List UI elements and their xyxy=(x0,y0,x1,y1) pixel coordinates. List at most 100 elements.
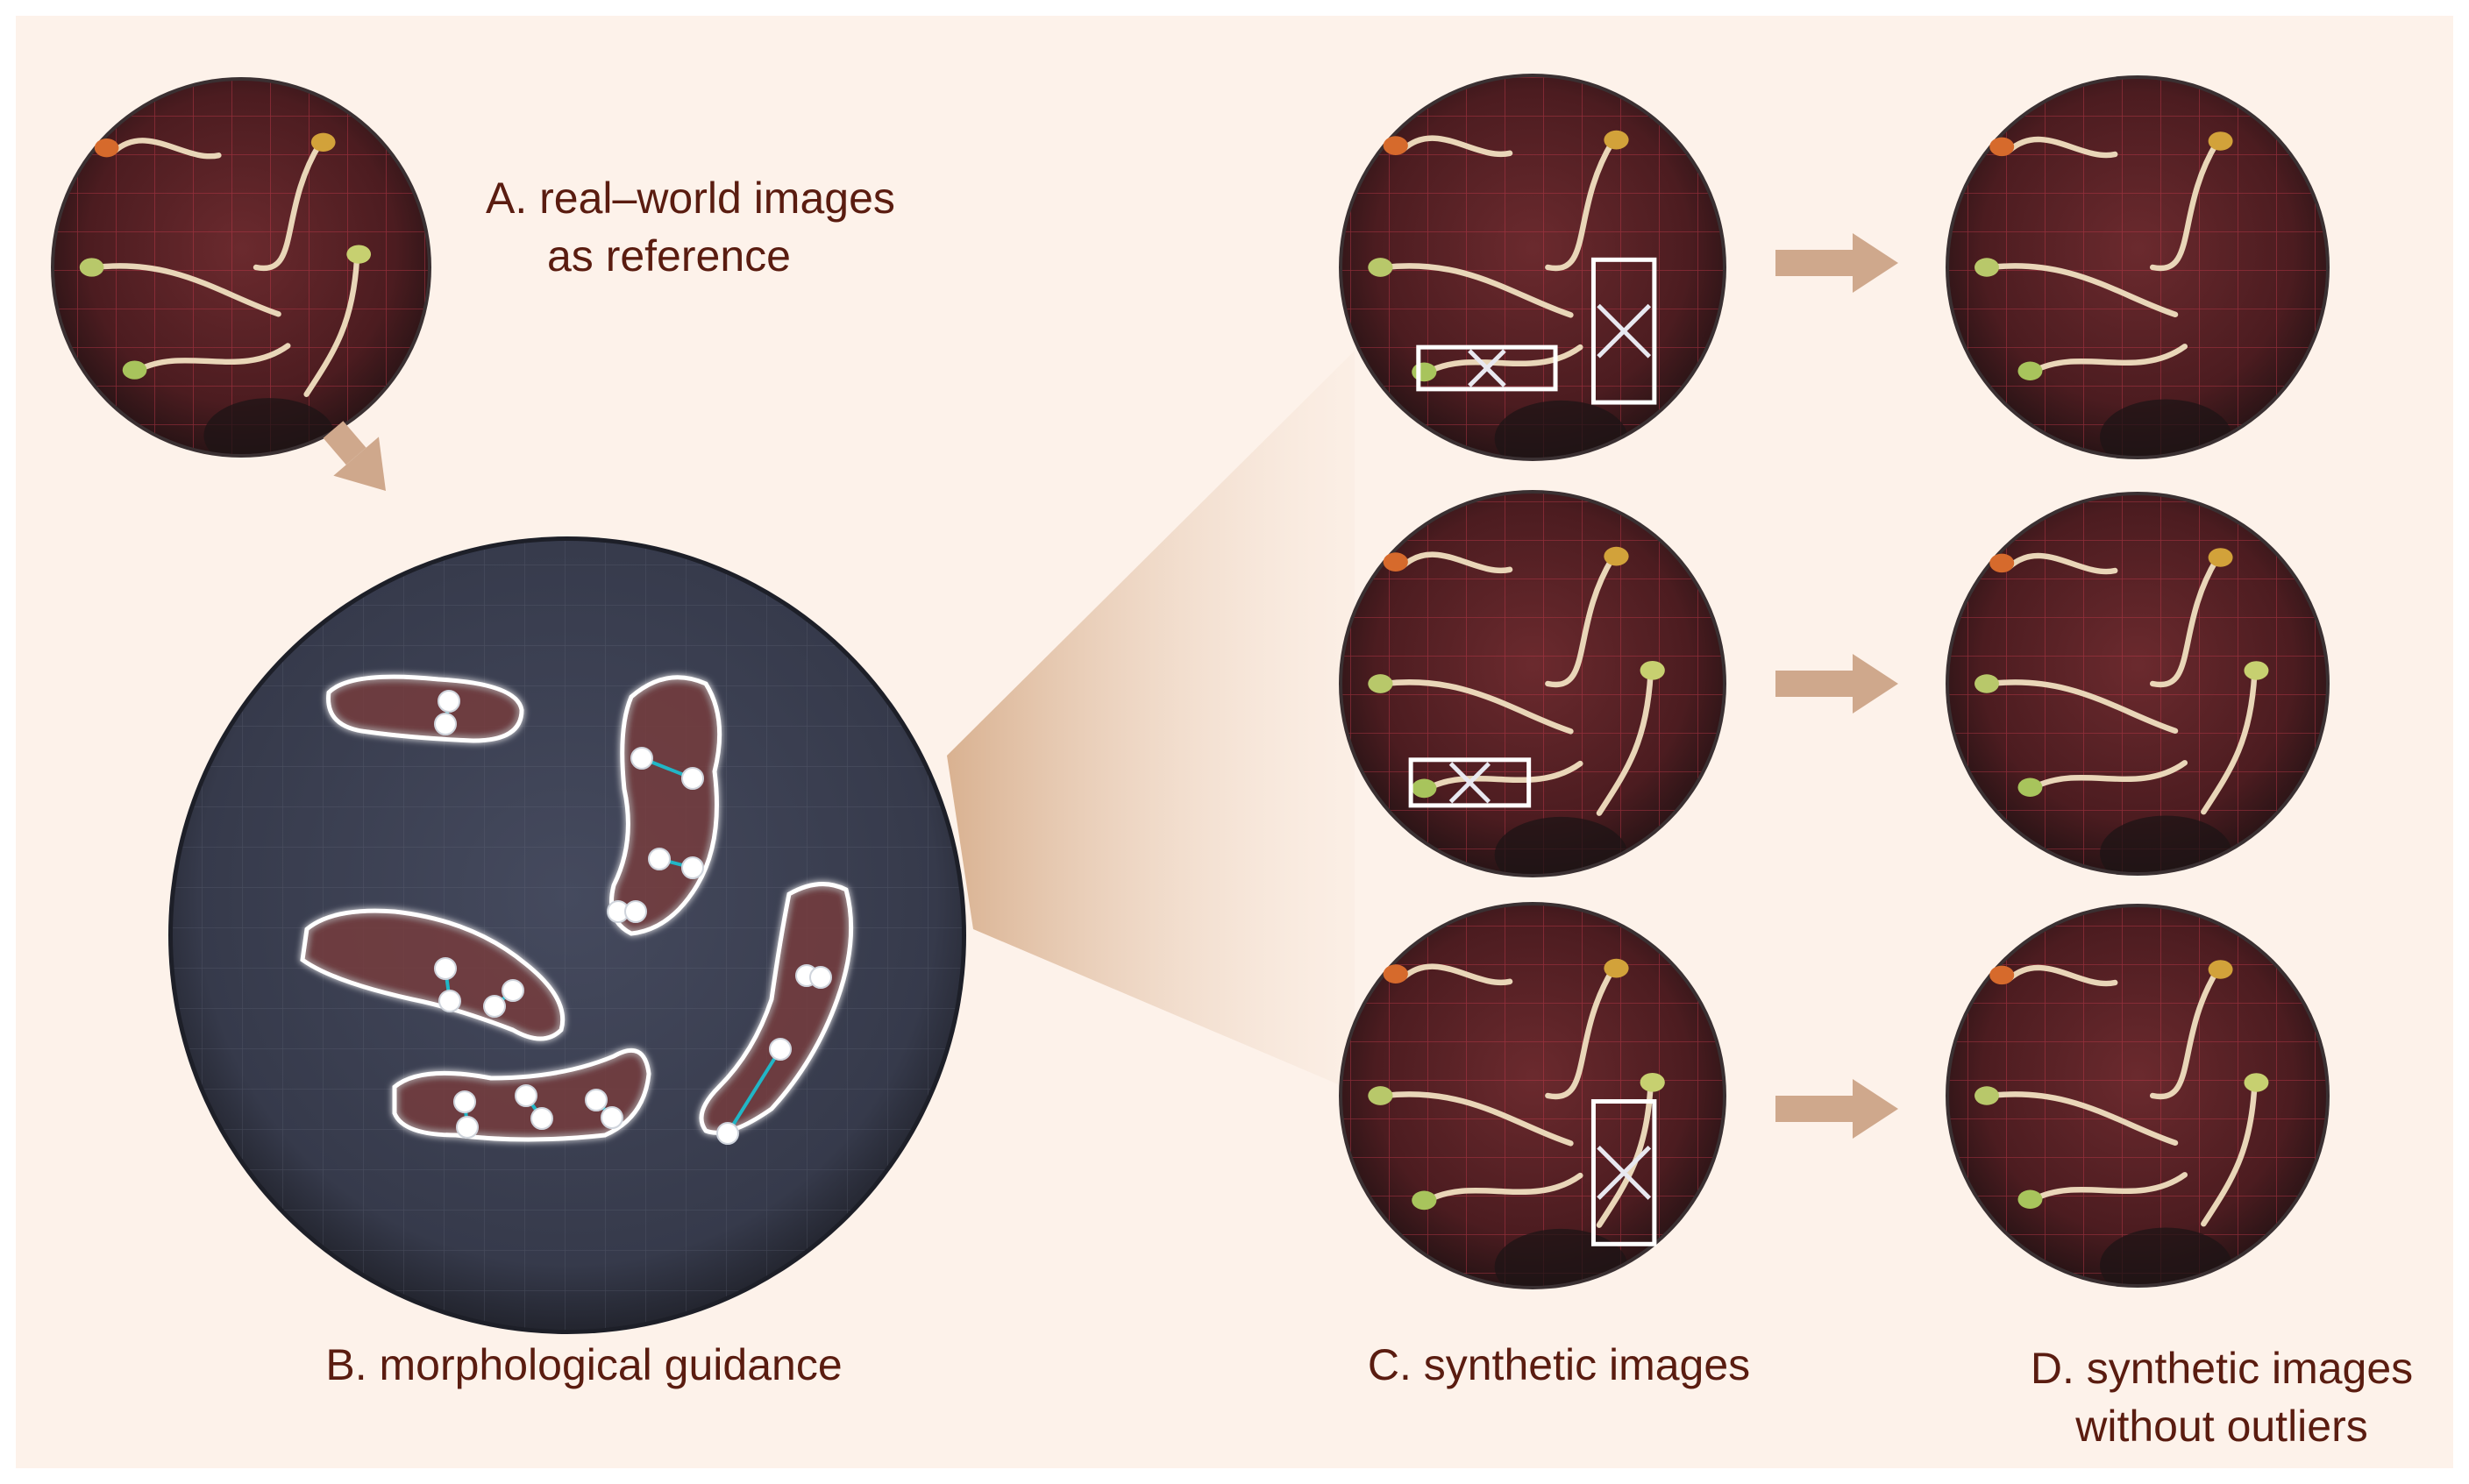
keypoint-3-4 xyxy=(483,995,506,1018)
dish-d2-shadow xyxy=(2100,815,2232,872)
dish-d3-seedling-3-cotyledon xyxy=(1974,1086,1999,1105)
keypoint-2-2 xyxy=(681,767,704,790)
arrow-c2-to-d2 xyxy=(1775,654,1898,714)
dish-c3-seedling-3-stem xyxy=(1381,1091,1574,1147)
dish-c1-seedling-1-stem xyxy=(1400,135,1513,158)
dish-c2-outlier-box-1 xyxy=(1408,757,1532,808)
dish-c3-seedling-4-cotyledon xyxy=(1640,1072,1665,1092)
keypoint-4-3 xyxy=(515,1084,537,1107)
dish-c1-seedling-5-stem xyxy=(1425,344,1583,375)
caption-d-line1: D. synthetic images xyxy=(2030,1344,2414,1393)
dish-d2-seedling-1-stem xyxy=(2006,552,2118,575)
dish-d1-seedling-5-stem xyxy=(2031,344,2188,374)
arrow-c3-to-d3 xyxy=(1775,1079,1898,1139)
arrow-c1-to-d1-head xyxy=(1853,233,1898,293)
dish-c2-seedling-3-cotyledon xyxy=(1368,674,1393,693)
dish-a-seedling-3-cotyledon xyxy=(79,258,104,277)
keypoint-4-2 xyxy=(456,1116,479,1139)
dish-d3-seedling-1-cotyledon xyxy=(1989,965,2015,985)
dish-c1-seedling-1-cotyledon xyxy=(1383,136,1408,155)
dish-d3-seedling-5-stem xyxy=(2031,1172,2188,1203)
dish-a-seedling-1-stem xyxy=(111,138,222,160)
dish-d2-seedling-2-stem xyxy=(2149,556,2220,688)
dish-d1-seedling-1-stem xyxy=(2006,136,2118,159)
dish-b xyxy=(168,536,966,1334)
keypoint-4-1 xyxy=(453,1090,476,1113)
dish-d1-seedling-5-cotyledon xyxy=(2017,361,2043,380)
dish-d1-seedling-3-stem xyxy=(1988,263,2179,318)
dish-c3-outlier-box-1 xyxy=(1590,1099,1657,1246)
keypoint-2-1 xyxy=(630,747,653,770)
dish-d2-seedling-5-cotyledon xyxy=(2017,778,2043,797)
dish-a-seedling-2-cotyledon xyxy=(310,132,336,152)
keypoint-link-5-2 xyxy=(726,1047,782,1135)
dish-d2-seedling-4-cotyledon xyxy=(2244,661,2269,680)
dish-a xyxy=(51,77,431,458)
dish-c2-seedling-4-stem xyxy=(1596,671,1654,816)
dish-c1-seedling-2-cotyledon xyxy=(1604,130,1629,150)
keypoint-2-4 xyxy=(681,856,704,879)
dish-c3-seedling-1-cotyledon xyxy=(1383,964,1408,983)
keypoint-4-4 xyxy=(530,1107,553,1130)
dish-d2-seedling-4-stem xyxy=(2201,671,2258,815)
dish-c1-outlier-box-1 xyxy=(1416,344,1558,392)
keypoint-5-2 xyxy=(809,966,832,989)
caption-c: C. synthetic images xyxy=(1367,1340,1751,1389)
dish-c2-seedling-1-cotyledon xyxy=(1383,552,1408,572)
dish-d2-seedling-3-cotyledon xyxy=(1974,674,1999,693)
arrow-c1-to-d1 xyxy=(1775,233,1898,293)
dish-c3-seedling-5-stem xyxy=(1425,1172,1583,1204)
dish-c3-seedling-1-stem xyxy=(1400,963,1513,986)
dish-d3 xyxy=(1946,904,2330,1288)
caption-a-line2: as reference xyxy=(547,231,791,280)
dish-c2-seedling-2-cotyledon xyxy=(1604,546,1629,566)
dish-d2-seedling-3-stem xyxy=(1988,679,2179,735)
dish-d2-seedling-2-cotyledon xyxy=(2208,548,2233,567)
dish-c3-seedling-2-cotyledon xyxy=(1604,958,1629,978)
dish-c2 xyxy=(1339,490,1726,877)
dish-c1-seedling-2-stem xyxy=(1545,138,1616,272)
dish-c2-seedling-5-stem xyxy=(1425,760,1583,792)
keypoint-3-3 xyxy=(502,979,524,1002)
dish-c2-seedlings xyxy=(1368,546,1665,816)
dish-c3-seedling-5-cotyledon xyxy=(1412,1190,1437,1211)
dish-c2-seedling-4-cotyledon xyxy=(1640,660,1665,680)
seedling-mask-5 xyxy=(699,882,854,1135)
dish-c2-seedling-2-stem xyxy=(1545,555,1616,688)
dish-a-seedling-5-stem xyxy=(135,343,291,373)
keypoint-1-2 xyxy=(434,713,457,735)
keypoint-4-5 xyxy=(585,1089,608,1111)
dish-d1-seedling-2-cotyledon xyxy=(2208,131,2233,151)
dish-d3-seedling-4-cotyledon xyxy=(2244,1073,2269,1092)
dish-c1-seedlings xyxy=(1368,130,1629,382)
dish-c3-seedling-3-cotyledon xyxy=(1368,1086,1393,1105)
dish-d3-seedling-1-stem xyxy=(2006,964,2118,987)
dish-d1-seedling-3-cotyledon xyxy=(1974,258,1999,277)
dish-c1-seedling-5-cotyledon xyxy=(1412,362,1437,382)
dish-d2-seedlings xyxy=(1974,548,2269,815)
dish-d2 xyxy=(1946,492,2330,876)
dish-d3-seedling-5-cotyledon xyxy=(2017,1189,2043,1209)
dish-c1-outlier-cross-2 xyxy=(1597,303,1652,359)
dish-c3-seedling-2-stem xyxy=(1545,967,1616,1100)
dish-d1-shadow xyxy=(2100,399,2232,456)
dish-d3-seedling-4-stem xyxy=(2201,1083,2258,1227)
dish-c2-seedling-1-stem xyxy=(1400,551,1513,574)
dish-c1-seedling-3-stem xyxy=(1381,263,1574,318)
dish-a-seedling-2-stem xyxy=(253,141,323,272)
dish-a-seedlings xyxy=(79,132,372,397)
dish-d1-seedling-1-cotyledon xyxy=(1989,137,2015,157)
arrow-a-to-b-shaft xyxy=(323,421,366,465)
dish-d1-seedlings xyxy=(1974,131,2233,380)
dish-d3-seedlings xyxy=(1974,960,2269,1227)
keypoint-2-6 xyxy=(624,900,647,923)
dish-c1-seedling-3-cotyledon xyxy=(1368,258,1393,277)
dish-d2-seedling-1-cotyledon xyxy=(1989,553,2015,573)
caption-d-line2: without outliers xyxy=(2075,1402,2368,1451)
dish-c1-outlier-cross-1 xyxy=(1468,349,1506,387)
dish-c3 xyxy=(1339,902,1726,1289)
dish-c3-shadow xyxy=(1494,1228,1628,1286)
keypoint-5-4 xyxy=(716,1122,739,1145)
arrow-c2-to-d2-head xyxy=(1853,654,1898,714)
